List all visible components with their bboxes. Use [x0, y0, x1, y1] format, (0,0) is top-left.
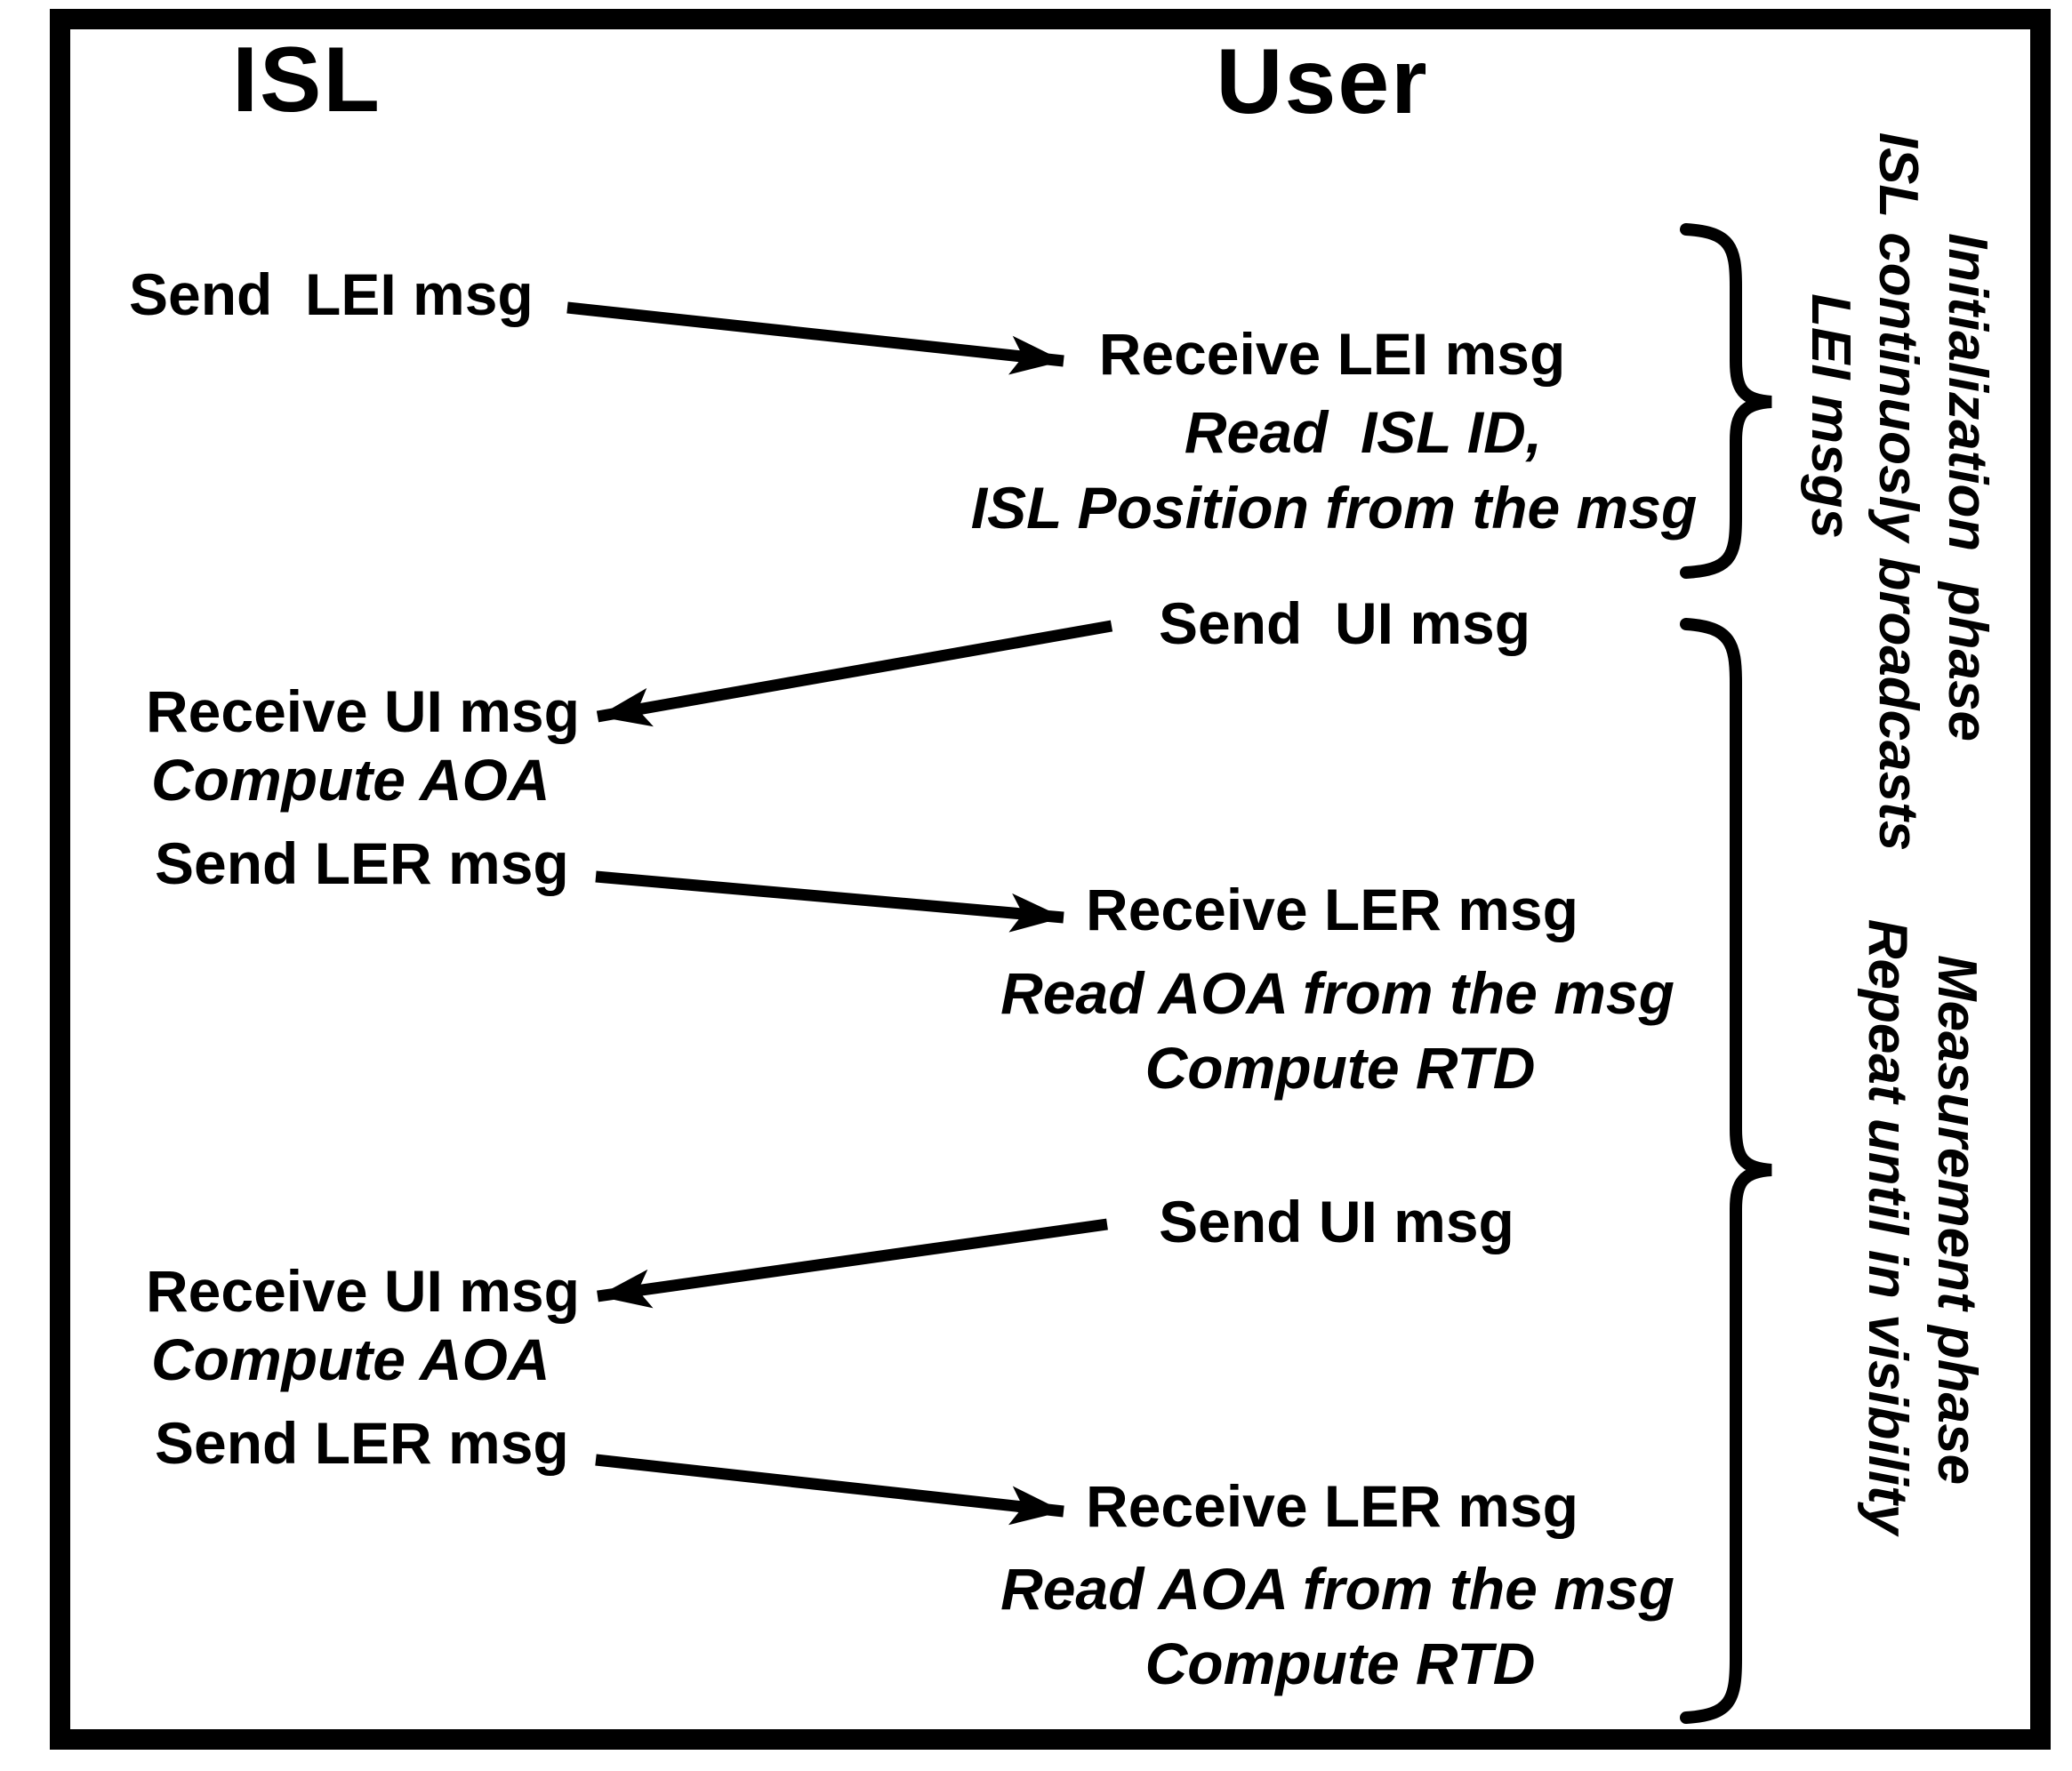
- isl-receive-ui-label-2: Receive UI msg: [146, 1258, 580, 1324]
- arrow-send-ui-2: [597, 1218, 1108, 1309]
- user-read-aoa-label-2: Read AOA from the msg: [1000, 1556, 1674, 1622]
- isl-send-ler-label-2: Send LER msg: [155, 1410, 569, 1476]
- arrow-send-ui-1: [596, 620, 1113, 727]
- user-receive-lei-label: Receive LEI msg: [1098, 321, 1566, 387]
- user-compute-rtd-label-1: Compute RTD: [1144, 1035, 1536, 1101]
- initialization-brace: [1680, 223, 1772, 579]
- user-read-isl-id-label: Read ISL ID,: [1184, 399, 1543, 465]
- user-receive-ler-label-1: Receive LER msg: [1086, 877, 1578, 942]
- arrow-send-ler-1: [595, 870, 1064, 933]
- user-read-aoa-label-1: Read AOA from the msg: [1000, 960, 1674, 1026]
- user-send-ui-label-1: Send UI msg: [1158, 590, 1531, 656]
- isl-compute-aoa-label-2: Compute AOA: [151, 1326, 550, 1392]
- measurement-brace: [1680, 618, 1772, 1724]
- isl-compute-aoa-label-1: Compute AOA: [151, 747, 550, 813]
- isl-receive-ui-label-1: Receive UI msg: [146, 678, 580, 744]
- diagram-border: [50, 9, 2051, 1750]
- user-compute-rtd-label-2: Compute RTD: [1144, 1631, 1536, 1696]
- user-receive-ler-label-2: Receive LER msg: [1086, 1473, 1578, 1539]
- column-header-isl: ISL: [232, 28, 381, 132]
- column-header-user: User: [1216, 30, 1429, 133]
- isl-send-ler-label-1: Send LER msg: [155, 830, 569, 896]
- arrow-send-lei: [566, 301, 1064, 375]
- user-send-ui-label-2: Send UI msg: [1159, 1189, 1514, 1254]
- user-isl-position-label: ISL Position from the msg: [970, 475, 1698, 541]
- isl-send-lei-label: Send LEI msg: [129, 261, 534, 327]
- arrow-send-ler-2: [595, 1454, 1064, 1526]
